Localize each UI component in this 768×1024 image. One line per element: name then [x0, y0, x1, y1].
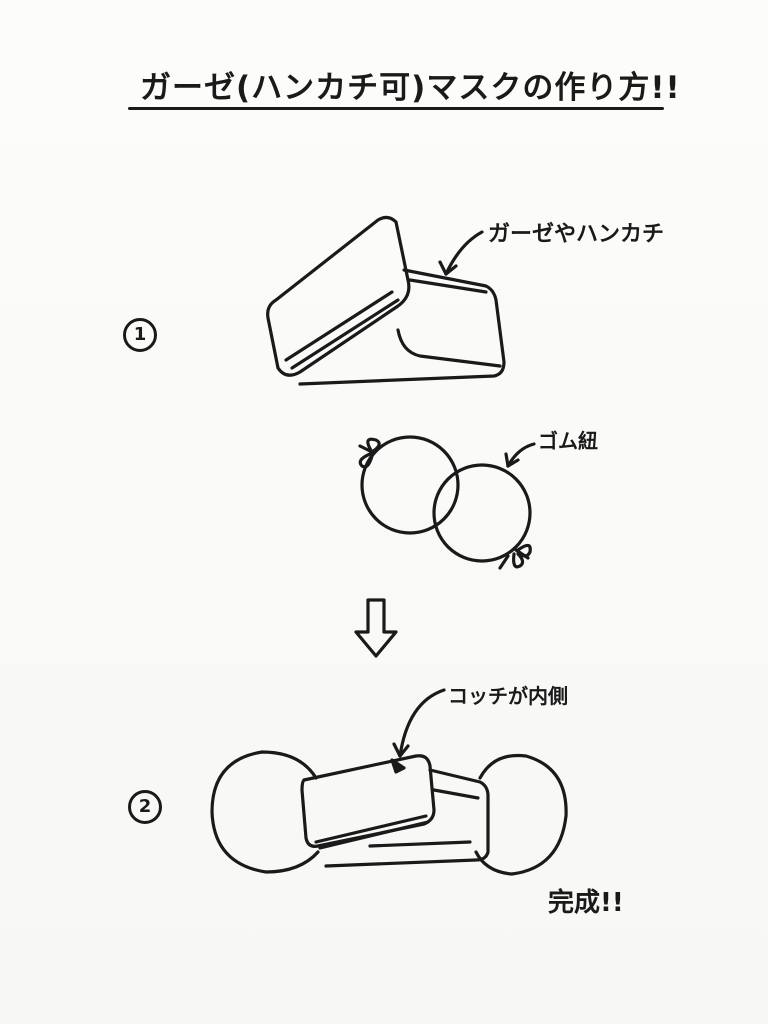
completion-text: 完成!!	[548, 888, 624, 918]
completed-mask-illustration	[210, 688, 568, 876]
page-title: ガーゼ(ハンカチ可)マスクの作り方!!	[140, 70, 681, 106]
inner-side-annotation: コッチが内側	[448, 684, 568, 708]
title-underline	[128, 107, 664, 110]
step-1-label: 1	[123, 318, 157, 352]
down-arrow-icon	[354, 598, 398, 658]
gauze-annotation: ガーゼやハンカチ	[488, 222, 665, 247]
rubber-bands-illustration	[358, 435, 536, 570]
step-2-label: 2	[128, 790, 162, 824]
rubber-band-annotation: ゴム紐	[538, 429, 598, 453]
folded-cloth-illustration	[266, 215, 506, 386]
